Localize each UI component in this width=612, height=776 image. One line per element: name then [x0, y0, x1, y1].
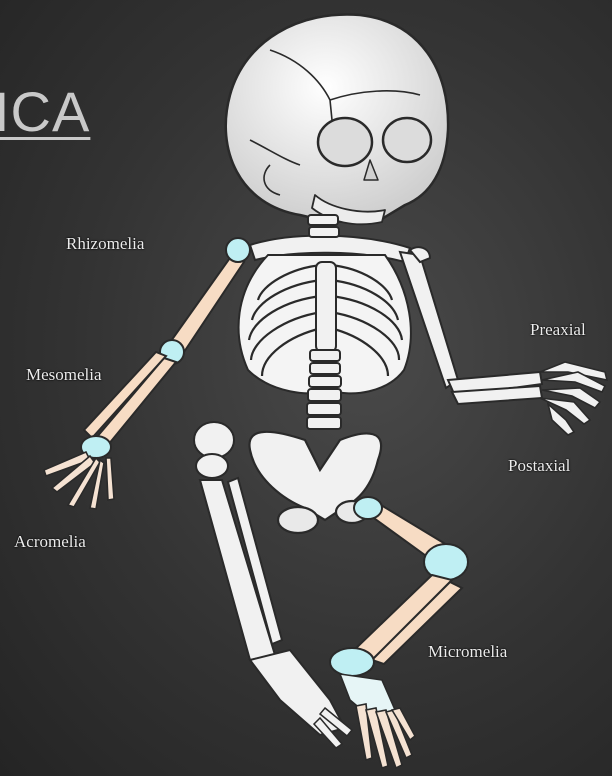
humerus-highlighted [166, 255, 244, 355]
shoulder-joint [226, 238, 250, 262]
label-micromelia: Micromelia [428, 642, 507, 662]
left-hand [540, 362, 607, 435]
left-arm [400, 247, 607, 435]
label-postaxial: Postaxial [508, 456, 570, 476]
forearm-highlighted [96, 358, 176, 445]
knee-joint [424, 544, 468, 580]
ankle-joint [330, 648, 374, 676]
left-leg [330, 497, 468, 768]
skull [226, 14, 448, 224]
slide-title: ICA [0, 84, 90, 140]
label-mesomelia: Mesomelia [26, 365, 102, 385]
left-eye-socket [318, 118, 372, 166]
right-hand [44, 452, 114, 509]
left-foot [340, 674, 415, 768]
hip-joint [354, 497, 382, 519]
right-eye-socket [383, 118, 431, 162]
label-acromelia: Acromelia [14, 532, 86, 552]
label-rhizomelia: Rhizomelia [66, 234, 144, 254]
label-preaxial: Preaxial [530, 320, 586, 340]
torso [239, 215, 411, 429]
